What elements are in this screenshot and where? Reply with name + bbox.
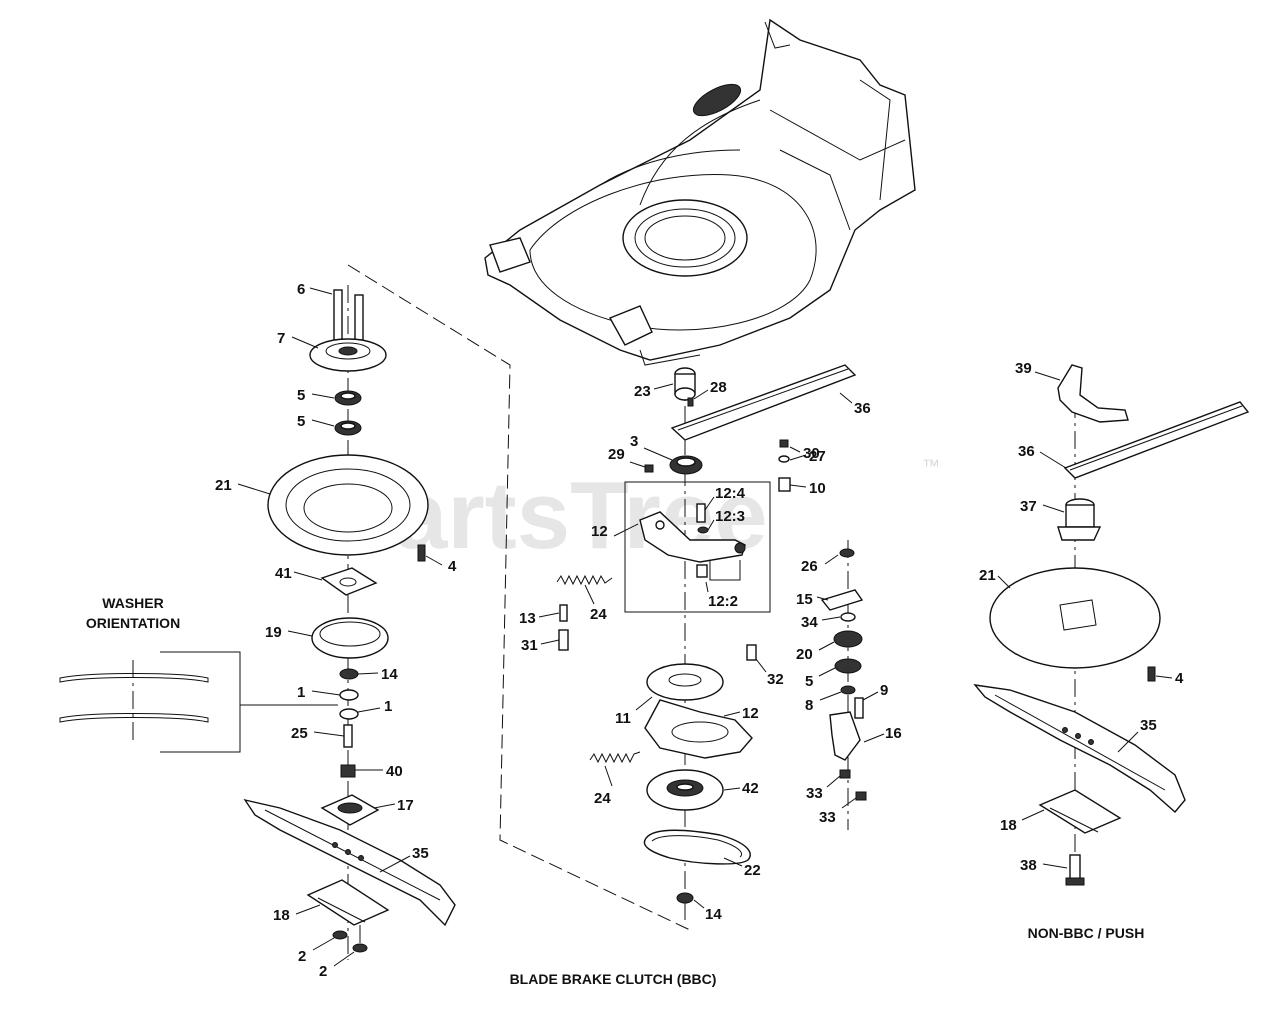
callouts-left: 6 7 5 5 21 4 41 19 14 1 1 25 40 17 35 18… — [215, 281, 457, 980]
callout-10: 10 — [809, 480, 826, 497]
callout-14b: 14 — [705, 906, 722, 923]
right-assembly — [973, 364, 1250, 886]
callout-33a: 33 — [806, 785, 823, 802]
callout-39: 39 — [1015, 360, 1032, 377]
callout-29: 29 — [608, 446, 625, 463]
callout-2b: 2 — [319, 963, 327, 980]
callout-23: 23 — [634, 383, 651, 400]
callout-9: 9 — [880, 682, 888, 699]
callout-24b: 24 — [594, 790, 611, 807]
callout-22: 22 — [744, 862, 761, 879]
callout-38: 38 — [1020, 857, 1037, 874]
callout-5b: 5 — [297, 413, 305, 430]
callout-6: 6 — [297, 281, 305, 298]
washer-orientation-line2: ORIENTATION — [86, 615, 180, 631]
callout-11: 11 — [615, 710, 631, 727]
callout-12-3: 12:3 — [715, 508, 745, 525]
callout-12a: 12 — [591, 523, 608, 540]
callout-42: 42 — [742, 780, 759, 797]
callout-35r: 35 — [1140, 717, 1157, 734]
callout-4: 4 — [448, 558, 457, 575]
callout-16: 16 — [885, 725, 902, 742]
callout-15: 15 — [796, 591, 813, 608]
callout-12-2: 12:2 — [708, 593, 738, 610]
callout-5c: 5 — [805, 673, 813, 690]
callout-2a: 2 — [298, 948, 306, 965]
callout-21r: 21 — [979, 567, 996, 584]
watermark-tm: ™ — [922, 456, 940, 476]
callout-8: 8 — [805, 697, 813, 714]
callout-27: 27 — [809, 448, 826, 465]
callout-35: 35 — [412, 845, 429, 862]
callout-41: 41 — [275, 565, 292, 582]
callout-18: 18 — [273, 907, 290, 924]
callout-1a: 1 — [297, 684, 305, 701]
callout-19: 19 — [265, 624, 282, 641]
callout-12b: 12 — [742, 705, 759, 722]
callout-36r: 36 — [1018, 443, 1035, 460]
callout-28: 28 — [710, 379, 727, 396]
callout-30: 30 — [803, 445, 820, 462]
callout-40: 40 — [386, 763, 403, 780]
callout-32: 32 — [767, 671, 784, 688]
callout-13: 13 — [519, 610, 536, 627]
callout-12-4: 12:4 — [715, 485, 746, 502]
washer-orientation-line1: WASHER — [102, 595, 163, 611]
callouts-center: 23 28 36 3 29 30 27 10 12:4 12:3 12 26 2… — [519, 379, 902, 923]
center-assembly — [556, 364, 867, 925]
bbc-caption: BLADE BRAKE CLUTCH (BBC) — [510, 971, 717, 987]
mower-deck — [484, 18, 916, 366]
callout-26: 26 — [801, 558, 818, 575]
callout-3: 3 — [630, 433, 638, 450]
callout-1b: 1 — [384, 698, 392, 715]
left-assembly — [243, 264, 691, 960]
callout-33b: 33 — [819, 809, 836, 826]
callout-18r: 18 — [1000, 817, 1017, 834]
non-bbc-caption: NON-BBC / PUSH — [1028, 925, 1145, 941]
callout-37: 37 — [1020, 498, 1037, 515]
callout-31: 31 — [521, 637, 538, 654]
washer-orientation-inset: WASHER ORIENTATION — [59, 595, 338, 753]
callout-14: 14 — [381, 666, 398, 683]
callout-24a: 24 — [590, 606, 607, 623]
callout-7: 7 — [277, 330, 285, 347]
callout-21: 21 — [215, 477, 232, 494]
callout-36: 36 — [854, 400, 871, 417]
callouts-right: 39 36 37 21 4 35 18 38 — [979, 360, 1184, 874]
callout-34: 34 — [801, 614, 818, 631]
callout-20: 20 — [796, 646, 813, 663]
callout-17: 17 — [397, 797, 414, 814]
callout-25: 25 — [291, 725, 308, 742]
callout-5a: 5 — [297, 387, 305, 404]
callout-4r: 4 — [1175, 670, 1184, 687]
